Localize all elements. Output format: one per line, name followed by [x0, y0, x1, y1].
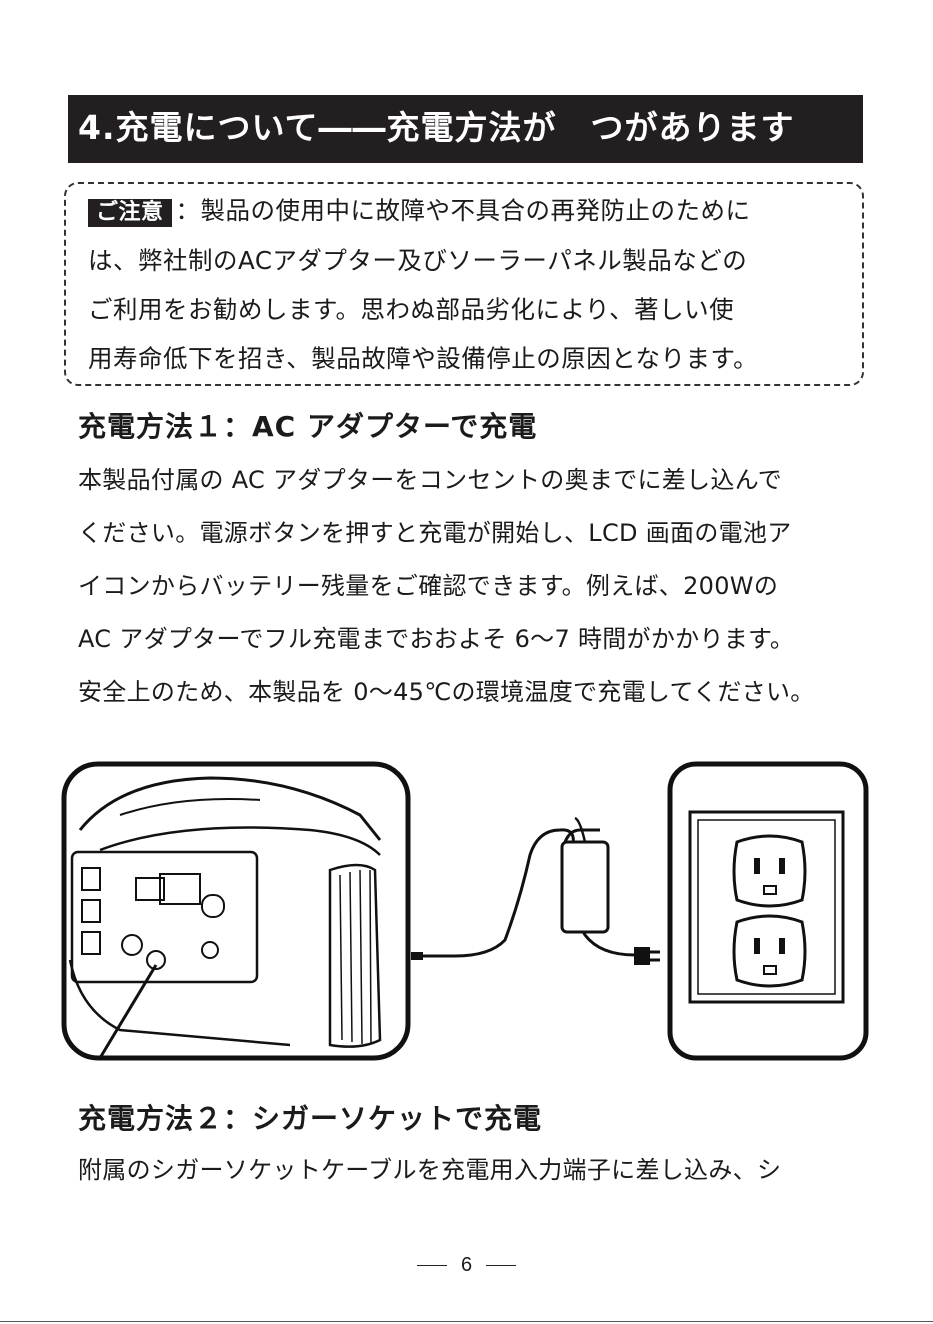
charging-illustration: [61, 761, 869, 1061]
method1-line-1: 本製品付属の AC アダプターをコンセントの奥までに差し込んで: [78, 466, 783, 494]
page-footer: 6: [0, 1254, 933, 1277]
power-station-panel: [61, 761, 411, 1061]
notice-line-1: ご注意：製品の使用中に故障や不具合の再発防止のために: [88, 196, 751, 227]
charging-cable: [411, 816, 660, 965]
notice-badge: ご注意: [88, 199, 172, 227]
section-title-bar: 4.充電について――充電方法が つがあります: [68, 95, 863, 163]
page-title: 4.充電について――充電方法が つがあります: [78, 108, 795, 147]
notice-text-2: は、弊社制のACアダプター及びソーラーパネル製品などの: [88, 246, 748, 275]
method2-title: 充電方法２：シガーソケットで充電: [78, 1102, 543, 1135]
notice-text-3: ご利用をお勧めします。思わぬ部品劣化により、著しい使: [88, 295, 735, 324]
method1-line-2: ください。電源ボタンを押すと充電が開始し、LCD 画面の電池ア: [78, 519, 792, 547]
method2-line-1: 附属のシガーソケットケーブルを充電用入力端子に差し込み、シ: [78, 1156, 782, 1184]
page-number: 6: [460, 1254, 473, 1276]
notice-text-4: 用寿命低下を招き、製品故障や設備停止の原因となります。: [88, 344, 759, 373]
method1-line-3: イコンからバッテリー残量をご確認できます。例えば、200Wの: [78, 572, 779, 600]
notice-text-1: ：製品の使用中に故障や不具合の再発防止のために: [175, 196, 751, 225]
bottom-rule: [0, 1321, 933, 1322]
method1-line-4: AC アダプターでフル充電までおおよそ 6～7 時間がかかります。: [78, 625, 795, 653]
footer-dash-right: [486, 1265, 517, 1267]
notice-box: ご注意：製品の使用中に故障や不具合の再発防止のために は、弊社制のACアダプター…: [64, 182, 864, 386]
footer-dash-left: [416, 1265, 447, 1267]
wall-outlet: [667, 761, 869, 1061]
method1-title: 充電方法１：AC アダプターで充電: [78, 410, 538, 443]
method1-line-5: 安全上のため、本製品を 0～45℃の環境温度で充電してください。: [78, 678, 815, 706]
